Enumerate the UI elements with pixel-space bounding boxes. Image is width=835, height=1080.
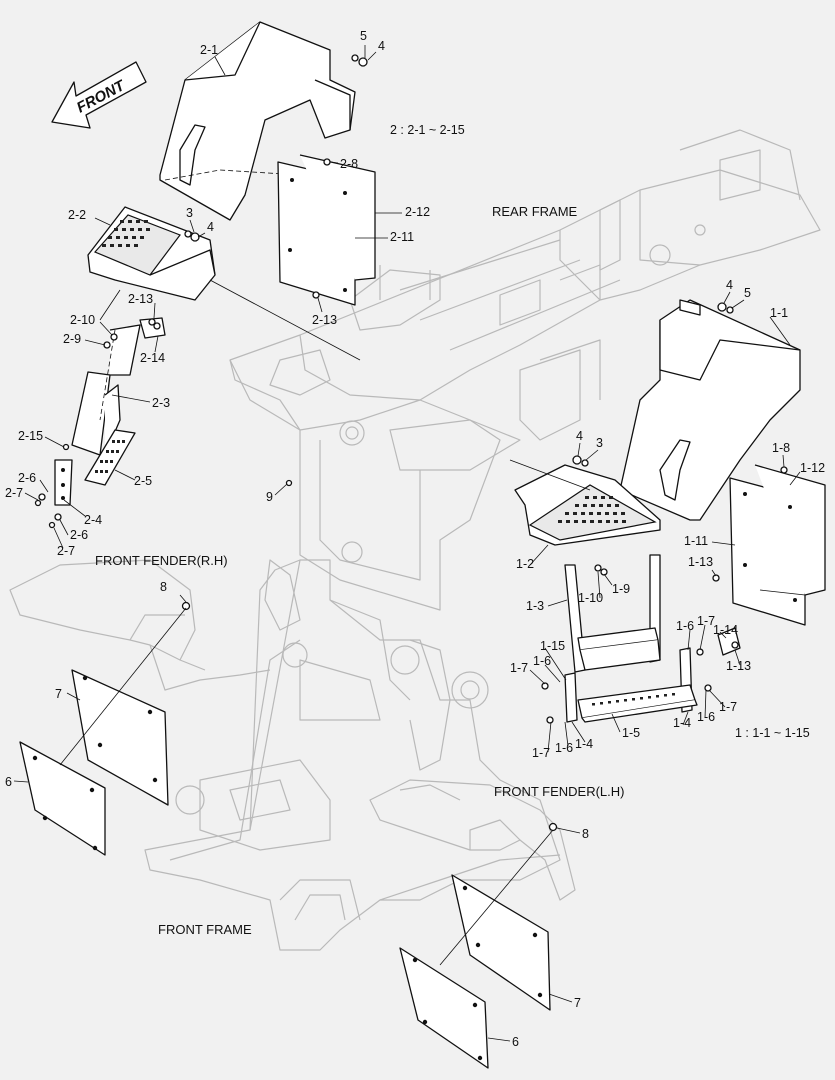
part-6-mud-flap-lh [399, 947, 489, 1069]
callout: 1-5 [622, 726, 640, 740]
callout: 2-13 [128, 292, 153, 306]
part-6-mud-flap-rh [19, 741, 106, 856]
callout: 1-14 [713, 623, 738, 637]
callout: 2-9 [63, 332, 81, 346]
callout: 2-3 [152, 396, 170, 410]
callout: 1-6 [533, 654, 551, 668]
callout: 2-7 [5, 486, 23, 500]
part-1-fasteners [541, 302, 788, 724]
callout: 2-8 [340, 157, 358, 171]
part-1-1-fender-bracket [559, 299, 801, 521]
part-7-mud-flap-lh [451, 874, 551, 1011]
part-1-3-step-ladder [564, 554, 661, 673]
callout: 2-1 [200, 43, 218, 57]
callout: 3 [186, 206, 193, 220]
part-1-5-step-tread [577, 684, 698, 723]
callout: 1-6 [676, 619, 694, 633]
callout: 4 [207, 220, 214, 234]
callout: 2-7 [57, 544, 75, 558]
callout: 2-10 [70, 313, 95, 327]
callout: 2-14 [140, 351, 165, 365]
part-2-fasteners [34, 54, 368, 529]
leader-lines [13, 45, 806, 1042]
callout: 1-8 [772, 441, 790, 455]
callout: 2-5 [134, 474, 152, 488]
part-2-4-step-bracket [54, 459, 73, 506]
callout: 6 [5, 775, 12, 789]
callout: 1-15 [540, 639, 565, 653]
callout: 1-11 [684, 534, 708, 548]
callout: 2-2 [68, 208, 86, 222]
callout: 1-7 [719, 700, 737, 714]
callout: 1-7 [510, 661, 528, 675]
callout: 1-7 [697, 614, 715, 628]
callout: 2-15 [18, 429, 43, 443]
part-2-5-step-tread [84, 429, 136, 486]
callout: 1-13 [726, 659, 751, 673]
front-fender-rh-drawing [9, 559, 271, 691]
rear-frame-drawing [229, 129, 821, 611]
part-1-11-mud-flap [729, 464, 826, 626]
front-arrow: FRONT [51, 61, 147, 129]
part-2-2-step-platform [87, 206, 216, 301]
callout: 1-3 [526, 599, 544, 613]
callout: 7 [55, 687, 62, 701]
callout: 8 [160, 580, 167, 594]
front-fender-lh-drawing [369, 779, 576, 901]
callout: 2-13 [312, 313, 337, 327]
callout: 4 [576, 429, 583, 443]
callout: 1-2 [516, 557, 534, 571]
callout: 3 [596, 436, 603, 450]
caption-front-fender-lh: FRONT FENDER(L.H) [494, 784, 624, 799]
callout: 1-12 [800, 461, 825, 475]
callout: 1-4 [575, 737, 593, 751]
part-7-mud-flap-rh [71, 669, 169, 806]
part-1-2-step-platform [514, 464, 661, 546]
callout: 1-7 [532, 746, 550, 760]
callout: 5 [744, 286, 751, 300]
section-note-1: 1 : 1-1 ~ 1-15 [735, 726, 810, 740]
callout: 1-1 [770, 306, 788, 320]
callout: 9 [266, 490, 273, 504]
callout: 2-12 [405, 205, 430, 219]
callout: 1-13 [688, 555, 713, 569]
callout: 5 [360, 29, 367, 43]
callout: 8 [582, 827, 589, 841]
front-frame-drawing [144, 559, 561, 951]
part-2-1-fender-bracket [159, 21, 356, 221]
caption-front-fender-rh: FRONT FENDER(R.H) [95, 553, 228, 568]
fender-fasteners [181, 479, 558, 832]
callout: 4 [378, 39, 385, 53]
callout: 4 [726, 278, 733, 292]
callout: 7 [574, 996, 581, 1010]
callout-labels: 2-1 5 4 2-8 2-12 2-11 2-13 2-2 3 4 2-13 … [5, 29, 825, 1049]
part-2-11-mud-flap [277, 154, 376, 306]
callout: 2-4 [84, 513, 102, 527]
caption-front-frame: FRONT FRAME [158, 922, 252, 937]
callout: 6 [512, 1035, 519, 1049]
callout: 1-4 [673, 716, 691, 730]
section-note-2: 2 : 2-1 ~ 2-15 [390, 123, 465, 137]
caption-rear-frame: REAR FRAME [492, 204, 578, 219]
callout: 1-10 [578, 591, 603, 605]
captions: 2 : 2-1 ~ 2-15 REAR FRAME FRONT FENDER(R… [95, 123, 810, 937]
callout: 1-6 [697, 710, 715, 724]
callout: 1-6 [555, 741, 573, 755]
callout: 2-11 [390, 230, 414, 244]
callout: 2-6 [18, 471, 36, 485]
callout: 1-9 [612, 582, 630, 596]
callout: 2-6 [70, 528, 88, 542]
